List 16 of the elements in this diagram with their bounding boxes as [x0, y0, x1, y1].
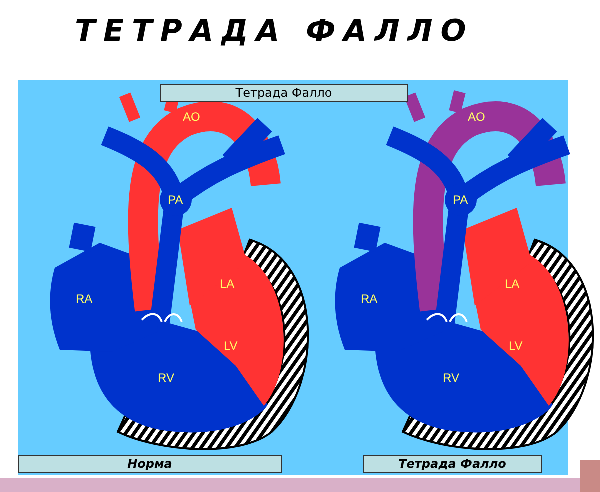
chamber-label: RA	[361, 292, 378, 306]
chamber-label: LA	[220, 277, 235, 291]
chamber-label: LV	[224, 339, 238, 353]
title: ТЕТРАДА ФАЛЛО	[75, 14, 474, 49]
caption-bar: Норма	[18, 455, 282, 473]
chamber-label: LA	[505, 277, 520, 291]
chamber-label: AO	[468, 110, 486, 124]
chamber-label: LV	[509, 339, 523, 353]
caption-bar: Тетрада Фалло	[363, 455, 542, 473]
chamber-label: RA	[76, 292, 93, 306]
chamber-label: RV	[443, 371, 460, 385]
chamber-label: PA	[453, 193, 468, 207]
chamber-label: RV	[158, 371, 174, 385]
chamber-label: PA	[168, 193, 184, 207]
chamber-label: AO	[183, 110, 200, 124]
heading-bar: Тетрада Фалло	[160, 84, 408, 102]
